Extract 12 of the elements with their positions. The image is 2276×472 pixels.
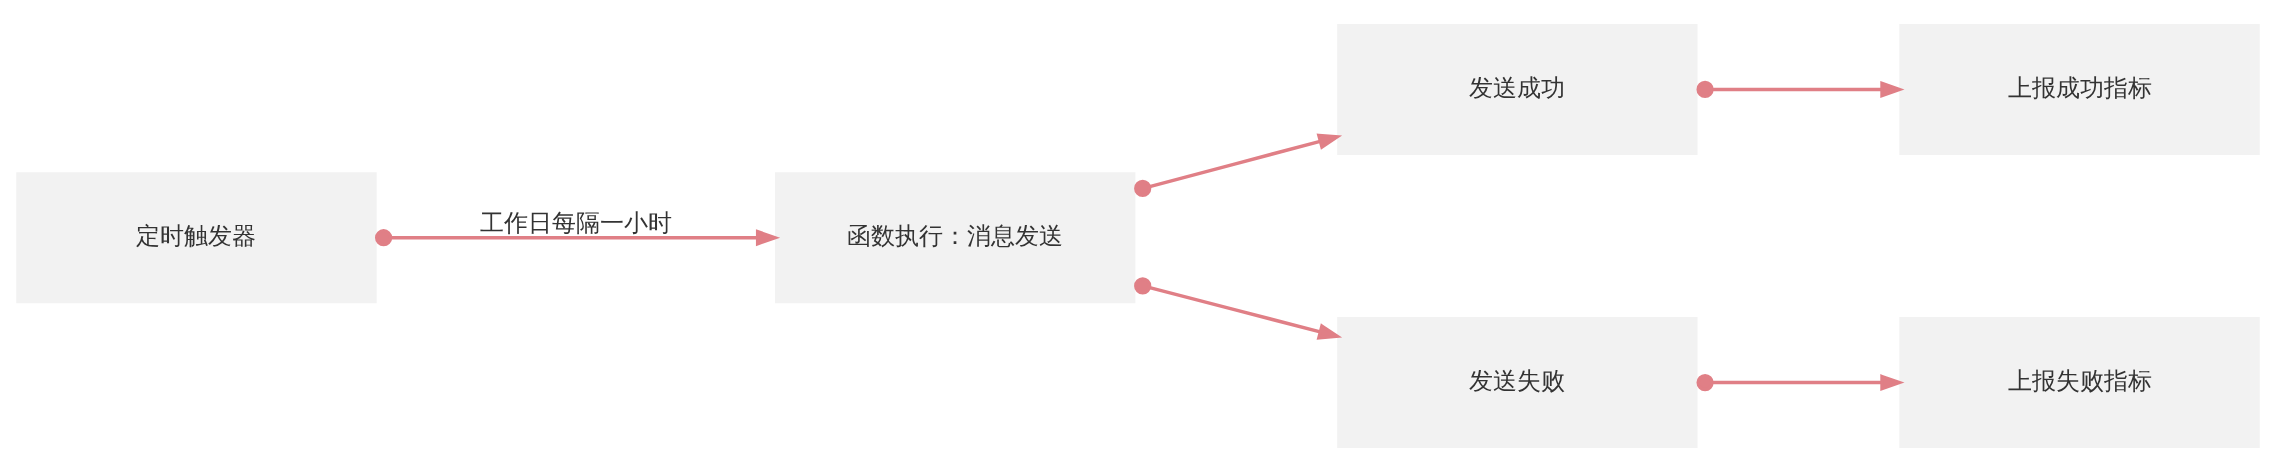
node-box: 上报失败指标 <box>1899 317 2260 449</box>
arrow <box>1134 277 1343 340</box>
arrow <box>1696 373 1905 392</box>
arrow <box>1696 80 1905 99</box>
node-box: 发送失败 <box>1337 317 1698 449</box>
arrow <box>375 229 781 247</box>
edge-label: 工作日每隔一小时 <box>479 209 672 238</box>
node-box: 上报成功指标 <box>1899 23 2260 155</box>
arrow <box>1134 133 1343 198</box>
node-box: 定时触发器 <box>16 172 377 304</box>
node-box: 函数执行：消息发送 <box>775 172 1136 304</box>
node-box: 发送成功 <box>1337 23 1698 155</box>
